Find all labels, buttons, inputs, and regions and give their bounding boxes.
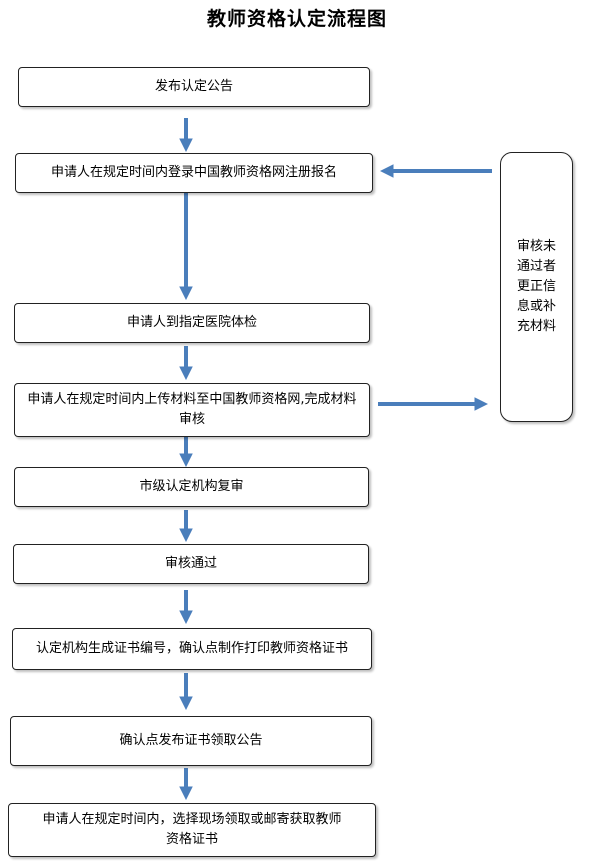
side-note-resubmit: 审核未通过者更正信息或补充材料 bbox=[500, 152, 573, 422]
step-medical-exam: 申请人到指定医院体检 bbox=[14, 303, 370, 343]
step-generate-certificate: 认定机构生成证书编号，确认点制作打印教师资格证书 bbox=[12, 628, 372, 670]
step-online-registration: 申请人在规定时间内登录中国教师资格网注册报名 bbox=[15, 153, 373, 193]
step-publish-announcement: 发布认定公告 bbox=[18, 67, 370, 107]
step-collection-announcement: 确认点发布证书领取公告 bbox=[10, 716, 372, 766]
step-city-review: 市级认定机构复审 bbox=[14, 467, 369, 507]
page-title: 教师资格认定流程图 bbox=[206, 8, 387, 30]
step-approved: 审核通过 bbox=[13, 544, 369, 584]
step-upload-materials: 申请人在规定时间内上传材料至中国教师资格网,完成材料审核 bbox=[14, 383, 370, 437]
step-collect-certificate: 申请人在规定时间内，选择现场领取或邮寄获取教师资格证书 bbox=[8, 803, 376, 857]
